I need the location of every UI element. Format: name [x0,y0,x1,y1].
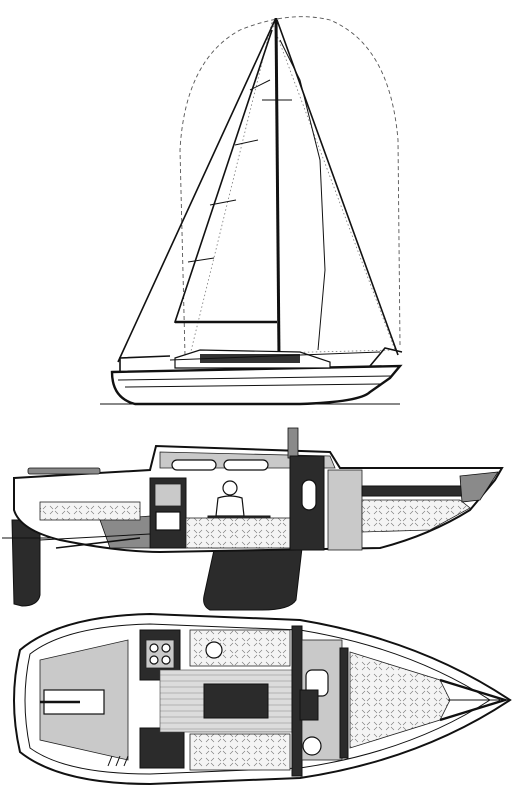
v-berth-plan [349,651,451,749]
sail-plan-profile [100,16,403,406]
spinnaker-outline [179,16,401,356]
v-berth [361,499,471,533]
rudder [11,519,41,607]
starboard-settee [189,733,291,771]
bow-pulpit [369,347,403,367]
prop-shaft [55,537,141,549]
person-figure [222,480,238,496]
backstay [117,19,276,363]
interior-deck-plan [13,612,512,786]
port-settee [189,629,291,667]
genoa-outline [189,20,396,356]
forestay [276,19,399,356]
mast [274,17,281,359]
saloon-table [203,683,269,719]
stern-pulpit [119,355,171,372]
interior-profile-section [2,427,504,611]
keel [203,547,303,611]
mainsail [173,29,276,323]
jib [279,39,326,351]
